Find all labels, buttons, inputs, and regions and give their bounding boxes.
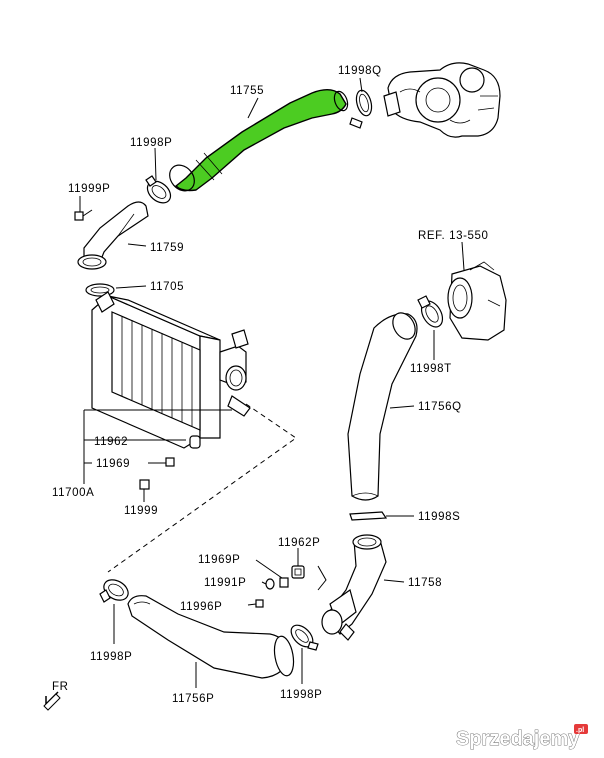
bolt-11999	[139, 479, 150, 496]
label-11705: 11705	[150, 281, 184, 293]
label-11756q: 11756Q	[418, 401, 462, 413]
clamp-11998q	[349, 89, 373, 129]
bolt-11969	[165, 457, 175, 467]
label-11755: 11755	[230, 85, 264, 97]
grommet-11962	[189, 435, 201, 449]
clamp-11998t	[417, 295, 444, 328]
clamp-11998p-right	[290, 624, 319, 651]
label-11998q: 11998Q	[338, 65, 382, 77]
leader-lines	[79, 77, 465, 688]
label-11962: 11962	[94, 436, 128, 448]
watermark-text: Sprzedajemy	[456, 728, 580, 750]
label-11969: 11969	[96, 458, 130, 470]
label-11759: 11759	[150, 242, 184, 254]
hose-11755	[169, 89, 349, 192]
hose-11756p	[127, 595, 295, 679]
label-11700a: 11700A	[52, 487, 94, 499]
label-11998t: 11998T	[410, 363, 452, 375]
watermark-suffix: .pl	[576, 727, 584, 734]
label-11998s: 11998S	[418, 511, 460, 523]
label-11969p: 11969P	[198, 554, 240, 566]
nut-11996p	[255, 599, 264, 608]
intercooler-11700a	[91, 291, 251, 449]
hose-11756q	[347, 312, 418, 501]
turbocharger-drawing	[383, 62, 501, 138]
front-arrow-icon	[43, 691, 61, 711]
part-labels: 11755 11998Q 11998P 11999P 11759 11705 R…	[52, 65, 489, 705]
label-11998p-left: 11998P	[90, 651, 132, 663]
throttle-body-drawing	[447, 261, 507, 341]
label-ref-13-550: REF. 13-550	[418, 230, 489, 242]
air-flow-dashed-line	[107, 403, 297, 573]
label-11962p: 11962P	[278, 537, 320, 549]
bolt-11999p	[74, 209, 93, 221]
gasket-11705	[85, 283, 115, 297]
clamp-11998p-left	[99, 579, 129, 603]
grommet-11962p	[291, 565, 305, 579]
bolt-11969p	[279, 577, 289, 588]
label-11996p: 11996P	[180, 601, 222, 613]
label-11758: 11758	[408, 577, 442, 589]
watermark-logo: Sprzedajemy .pl	[456, 724, 588, 750]
label-11998p-top: 11998P	[130, 137, 172, 149]
label-11998p-right: 11998P	[280, 689, 322, 701]
label-11999p: 11999P	[68, 183, 110, 195]
label-11991p: 11991P	[204, 577, 246, 589]
label-11756p: 11756P	[172, 693, 214, 705]
pipe-11759	[77, 201, 149, 270]
clamp-11998p-top	[145, 175, 172, 204]
label-fr: FR	[52, 681, 69, 693]
sleeve-11998s	[349, 511, 388, 521]
washer-11991p	[265, 578, 275, 590]
pipe-11758	[321, 534, 387, 641]
watermark-badge	[574, 724, 588, 734]
label-11999: 11999	[124, 505, 158, 517]
